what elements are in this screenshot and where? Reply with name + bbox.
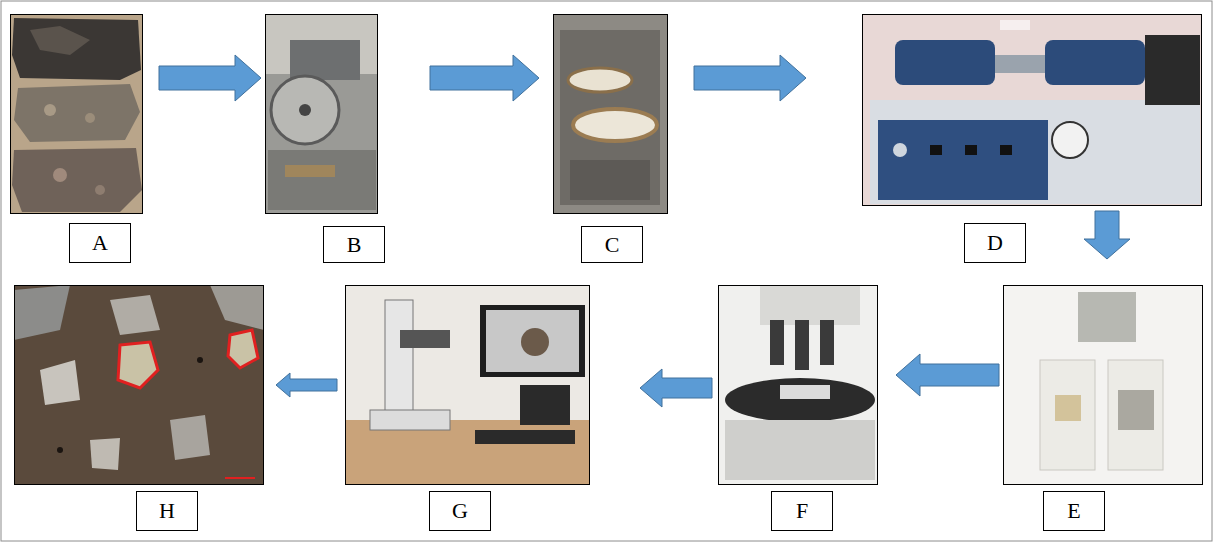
thin-section-micrograph — [14, 285, 264, 485]
flow-arrow — [159, 55, 261, 101]
flow-arrow — [276, 373, 337, 397]
photo-panel: B — [265, 14, 378, 214]
photo-panel: C — [553, 14, 668, 214]
photo-panel: H — [14, 285, 264, 485]
step-letter: B — [323, 226, 385, 263]
flow-arrow — [640, 369, 712, 407]
microscope-computer-photo — [345, 285, 590, 485]
flow-arrow — [896, 354, 999, 396]
photo-panel: D — [862, 14, 1202, 206]
flow-arrow — [430, 55, 539, 101]
step-letter: D — [964, 223, 1026, 263]
step-letter: F — [771, 491, 833, 531]
step-letter: H — [136, 491, 198, 531]
microscope-stage-photo — [718, 285, 878, 485]
flow-arrow — [1084, 211, 1130, 259]
step-letter: A — [69, 223, 131, 263]
photo-panel: G — [345, 285, 590, 485]
step-letter: E — [1043, 491, 1105, 531]
thin-section-machine-photo — [862, 14, 1202, 206]
lapping-machine-photo — [553, 14, 668, 214]
thin-section-slides-photo — [1003, 285, 1203, 485]
step-letter: C — [581, 226, 643, 263]
photo-panel: E — [1003, 285, 1203, 485]
step-letter: G — [429, 491, 491, 531]
rock-saw-photo — [265, 14, 378, 214]
rock-samples-photo — [10, 14, 143, 214]
photo-panel: F — [718, 285, 878, 485]
flow-arrow — [694, 55, 806, 101]
photo-panel: A — [10, 14, 143, 214]
